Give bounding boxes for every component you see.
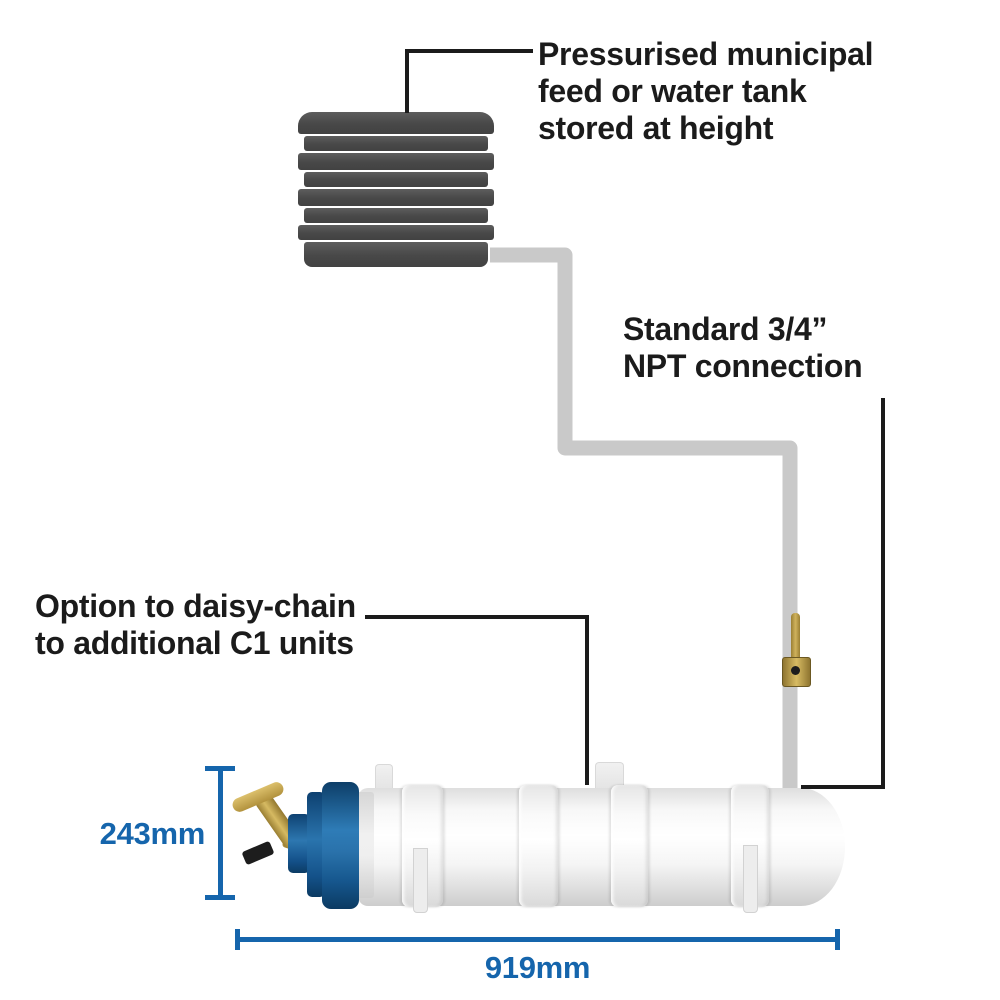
end-cap-medium bbox=[307, 792, 325, 897]
tank-label-line1: Pressurised municipal bbox=[538, 36, 874, 72]
vessel-band bbox=[611, 785, 648, 907]
tank-rib bbox=[298, 189, 494, 206]
vessel-top-tab-left bbox=[375, 764, 393, 791]
tank-rib bbox=[298, 112, 494, 134]
pressurised-feed-tank bbox=[298, 112, 494, 273]
daisy-chain-label-line2: to additional C1 units bbox=[35, 625, 354, 661]
vessel-collar bbox=[357, 792, 374, 898]
tank-label: Pressurised municipal feed or water tank… bbox=[538, 36, 873, 147]
end-cap-hub bbox=[288, 814, 310, 873]
height-dimension-label: 243mm bbox=[99, 816, 206, 851]
tank-rib bbox=[298, 225, 494, 240]
length-dimension-label: 919mm bbox=[484, 950, 591, 985]
vessel-bottom-tab-right bbox=[743, 845, 758, 913]
length-dimension-line bbox=[237, 937, 838, 942]
tank-rib bbox=[304, 136, 488, 151]
daisy-leader-horizontal bbox=[365, 615, 589, 619]
npt-label-line2: NPT connection bbox=[623, 348, 863, 384]
tank-leader-horizontal bbox=[405, 49, 533, 53]
length-dimension-tick-right bbox=[835, 929, 840, 950]
tank-leader-vertical bbox=[405, 49, 409, 113]
npt-label-line1: Standard 3/4” bbox=[623, 311, 828, 347]
tank-label-line3: stored at height bbox=[538, 110, 774, 146]
npt-label: Standard 3/4” NPT connection bbox=[623, 311, 863, 385]
daisy-chain-label-line1: Option to daisy-chain bbox=[35, 588, 356, 624]
tank-rib bbox=[304, 208, 488, 223]
tap-outlet bbox=[241, 840, 275, 866]
daisy-chain-label: Option to daisy-chain to additional C1 u… bbox=[35, 588, 356, 662]
end-cap-large bbox=[322, 782, 359, 909]
npt-leader-horizontal bbox=[801, 785, 885, 789]
tank-rib bbox=[304, 242, 488, 267]
vessel-band bbox=[519, 785, 558, 907]
height-dimension-line bbox=[218, 768, 223, 898]
height-dimension-cap-bottom bbox=[205, 895, 235, 900]
inline-valve-screw bbox=[791, 666, 800, 675]
vessel-bottom-tab-left bbox=[413, 848, 428, 913]
daisy-leader-vertical bbox=[585, 615, 589, 785]
length-dimension-tick-left bbox=[235, 929, 240, 950]
tank-rib bbox=[298, 153, 494, 170]
npt-leader-vertical bbox=[881, 398, 885, 789]
height-dimension-cap-top bbox=[205, 766, 235, 771]
tank-label-line2: feed or water tank bbox=[538, 73, 807, 109]
inline-valve-stem bbox=[791, 613, 800, 663]
tank-rib bbox=[304, 172, 488, 187]
